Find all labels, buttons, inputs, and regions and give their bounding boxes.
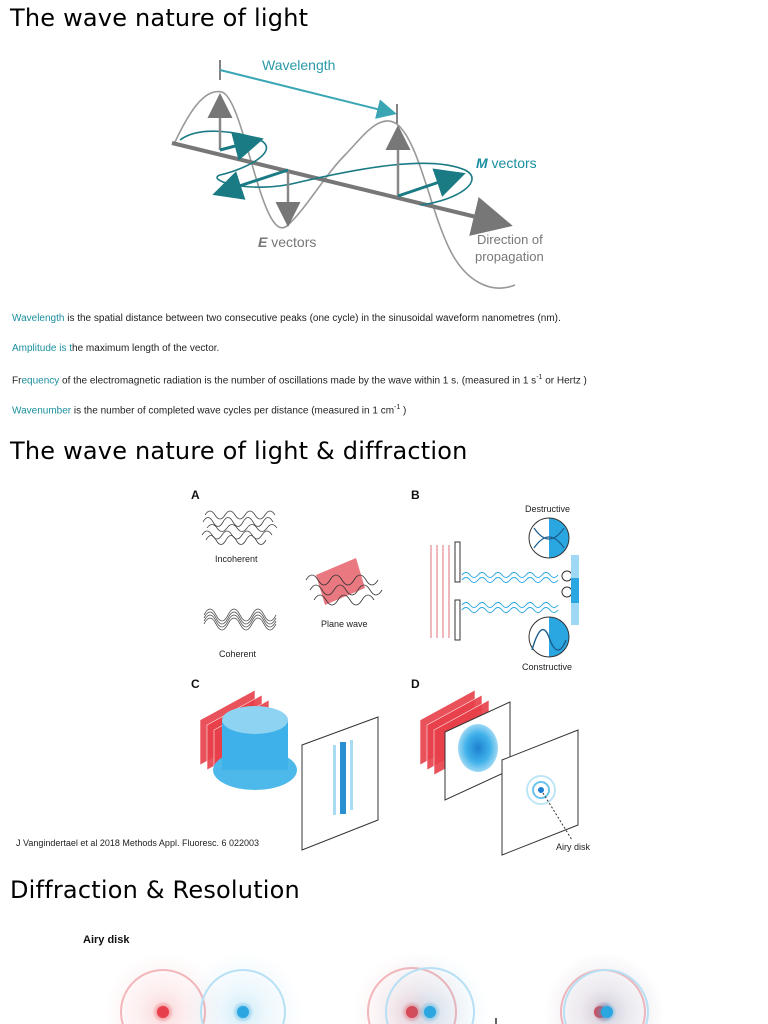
slide-title-wave-nature: The wave nature of light [10,4,309,32]
wavelength-arrow [219,69,397,119]
slit-waves [461,572,559,613]
em-wave-diagram: Wavelength M vectors E vectors Direction… [171,57,544,289]
slide-title-resolution: Diffraction & Resolution [10,876,300,904]
destructive-inset-curves [533,527,565,549]
airy-pair-resolved [103,952,303,1024]
term-wavelength: Wavelength [12,313,65,324]
destructive-inset [528,517,570,559]
fringe-pattern [333,740,353,815]
destructive-label: Destructive [525,504,570,514]
m-field-wave [179,130,473,206]
incoherent-waves [201,510,278,545]
propagation-axis [171,141,513,236]
citation: J Vangindertael et al 2018 Methods Appl.… [16,838,259,848]
airy-disk-label-d: Airy disk [556,842,591,852]
constructive-label: Constructive [522,662,572,672]
coherent-label: Coherent [219,649,257,659]
panel-a-label: A [191,488,200,502]
airy-pattern [526,775,556,805]
incoherent-label: Incoherent [215,554,258,564]
definition-frequency: Frequency of the electromagnetic radiati… [12,374,587,387]
constructive-inset-curve [531,628,567,651]
definition-wavenumber: Wavenumber is the number of completed wa… [12,404,407,417]
m-vector-2 [212,168,289,200]
coherent-waves [203,608,277,631]
airy-disk-pointer [542,792,573,841]
interference-band [571,578,579,603]
double-slit-top [454,541,461,583]
wavelength-label: Wavelength [262,57,335,73]
plane-wave-lines [305,574,383,606]
aperture-wave [458,724,498,772]
m-vector-1 [219,131,264,161]
airy-disk-heading: Airy disk [83,934,130,946]
term-frequency: equency [21,375,60,387]
panel-c-label: C [191,677,200,691]
term-amplitude: Amplitude is t [12,343,73,354]
definition-wavelength: Wavelength is the spatial distance betwe… [12,313,561,324]
definition-amplitude: Amplitude is the maximum length of the v… [12,343,220,354]
direction-label-line1: Direction of [477,232,543,247]
destructive-marker [561,570,573,582]
m-vector-3 [397,168,466,198]
term-wavenumber: Wavenumber [12,405,72,417]
double-slit-bottom [454,599,461,641]
incoming-wavefronts [430,545,450,638]
slide-title-diffraction: The wave nature of light & diffraction [10,437,468,465]
panel-d-label: D [411,677,420,691]
airy-pair-unresolved [543,952,666,1024]
cylindrical-wave-top [222,706,288,734]
diffraction-figure: A Incoherent Coherent Plane wave B [191,488,591,856]
direction-label-line2: propagation [475,249,544,264]
constructive-marker [561,586,573,598]
plane-wave-sheet [316,558,365,605]
e-vectors-label: E vectors [258,234,316,250]
m-vectors-label: M vectors [476,155,537,171]
panel-b-label: B [411,488,420,502]
plane-wave-label: Plane wave [321,619,368,629]
airy-disk-overlap-figure [103,952,666,1024]
airy-pair-rayleigh [352,952,490,1024]
